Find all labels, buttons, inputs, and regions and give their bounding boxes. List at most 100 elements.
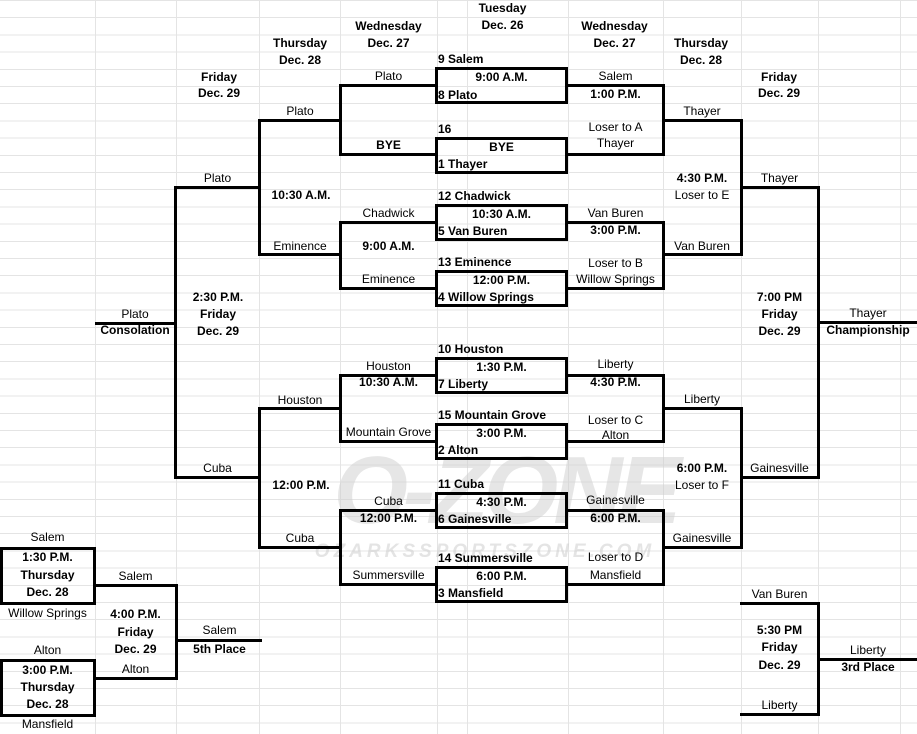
bracket-line (817, 321, 917, 324)
wb-semi-2-time: 6:00 P.M. (676, 461, 728, 475)
header-right-wednesday-day: Wednesday (581, 19, 648, 33)
fr-game-7-time: 4:30 P.M. (476, 495, 527, 509)
bracket-line (174, 186, 177, 479)
cons-r1-time-2: 10:30 A.M. (359, 375, 418, 389)
fifth-game-2-box (0, 659, 96, 717)
grid-line (340, 0, 341, 734)
bracket-line (566, 221, 664, 224)
championship-date: Dec. 29 (758, 324, 801, 338)
fifth-game-1-day: Thursday (20, 568, 75, 582)
fifth-final-time: 4:00 P.M. (110, 607, 161, 621)
bracket-line (662, 546, 743, 549)
bracket-line (258, 253, 342, 256)
bracket-line (258, 119, 342, 122)
wb-r2-1-top: Salem (598, 69, 633, 83)
fifth-final-date: Dec. 29 (114, 642, 157, 656)
fr-game-7-top-team: 11 Cuba (438, 477, 485, 491)
wb-r2-2-loser-note: Loser to B (588, 256, 643, 270)
wb-semi-2-winner: Gainesville (750, 461, 809, 475)
bracket-line (740, 186, 820, 189)
wb-r2-3-loser-note: Loser to C (587, 413, 644, 427)
cons-champion-title: Consolation (100, 323, 170, 337)
cons-feed-6-label: Mountain Grove (345, 425, 432, 439)
fr-game-2-bottom-team: 1 Thayer (438, 157, 488, 171)
fifth-final-day: Friday (117, 625, 154, 639)
wb-r2-3-time: 4:30 P.M. (590, 375, 641, 389)
third-title: 3rd Place (841, 660, 895, 674)
header-right-wednesday-date: Dec. 27 (593, 36, 636, 50)
bracket-line (258, 546, 342, 549)
championship-title: Championship (826, 323, 910, 337)
fr-game-1-top-team: 9 Salem (438, 52, 484, 66)
wb-r2-2-time: 3:00 P.M. (590, 223, 641, 237)
cons-r1-time-1: 9:00 A.M. (362, 239, 415, 253)
bracket-line (566, 509, 664, 512)
cons-semi-winner-1: Plato (203, 171, 232, 185)
header-left-wednesday-date: Dec. 27 (367, 36, 410, 50)
fr-game-8-top-team: 14 Summersville (438, 551, 533, 565)
fr-game-8-time: 6:00 P.M. (476, 569, 527, 583)
cons-feed-2-label: BYE (376, 138, 401, 152)
wb-r2-3-winner: Liberty (683, 392, 721, 406)
bracket-line (340, 509, 437, 512)
cons-r1-winner-4: Cuba (285, 531, 315, 545)
wb-r2-2-bottom: Willow Springs (576, 272, 655, 286)
fr-game-2-top-team: 16 (438, 122, 452, 136)
championship-time: 7:00 PM (756, 290, 803, 304)
bracket-line (175, 584, 178, 680)
fr-game-1-bottom-team: 8 Plato (438, 88, 478, 102)
wb-r2-4-winner: Gainesville (672, 531, 732, 545)
fifth-game-2-bottom: Mansfield (21, 717, 74, 731)
fifth-game-2-date: Dec. 28 (26, 697, 69, 711)
cons-feed-1-label: Plato (374, 69, 403, 83)
bracket-line (93, 677, 178, 680)
wb-r2-2-top: Van Buren (587, 206, 644, 220)
bracket-line (340, 440, 437, 443)
bracket-line (740, 602, 819, 605)
fifth-game-2-time: 3:00 P.M. (22, 663, 73, 677)
fifth-game-2-day: Thursday (20, 680, 75, 694)
bracket-line (258, 407, 342, 410)
grid-line (568, 0, 569, 734)
header-right-friday-day: Friday (760, 70, 797, 84)
bracket-line (566, 374, 664, 377)
wb-r2-4-loser-note: Loser to D (587, 550, 644, 564)
cons-semi-winner-2: Cuba (203, 461, 232, 475)
fr-game-5-bottom-team: 7 Liberty (438, 377, 489, 391)
fifth-game-1-box (0, 547, 96, 605)
fifth-game-1-date: Dec. 28 (26, 585, 69, 599)
bracket-line (566, 583, 664, 586)
fr-game-4-bottom-team: 4 Willow Springs (438, 290, 534, 304)
fifth-game-2-winner: Alton (121, 662, 150, 676)
fr-game-8-bottom-team: 3 Mansfield (438, 586, 504, 600)
fr-game-3-top-team: 12 Chadwick (438, 189, 511, 203)
fifth-game-1-bottom: Willow Springs (8, 606, 87, 620)
watermark-subtext: OZARKSSPORTSZONE.COM (314, 541, 656, 562)
grid-line (900, 0, 901, 734)
header-right-friday-date: Dec. 29 (757, 86, 801, 100)
wb-r2-1-time: 1:00 P.M. (590, 87, 641, 101)
header-tuesday-date: Dec. 26 (481, 18, 524, 32)
bracket-line (566, 84, 664, 87)
fr-game-3-time: 10:30 A.M. (472, 207, 531, 221)
cons-feed-5-label: Houston (366, 359, 411, 373)
cons-final-day: Friday (199, 307, 236, 321)
header-left-thursday-date: Dec. 28 (278, 53, 322, 67)
grid-line (467, 0, 468, 734)
fr-game-1-time: 9:00 A.M. (475, 70, 528, 84)
cons-feed-8-label: Summersville (352, 568, 425, 582)
bracket-line (662, 407, 743, 410)
wb-r2-4-top: Gainesville (586, 493, 645, 507)
bracket-line (93, 584, 178, 587)
bracket-line (176, 639, 262, 642)
fifth-game-1-time: 1:30 P.M. (22, 550, 73, 564)
bracket-line (566, 153, 664, 156)
bracket-line (175, 476, 261, 479)
bracket-line (566, 440, 664, 443)
third-bottom-team: Liberty (761, 698, 798, 712)
third-final-time: 5:30 PM (756, 623, 803, 637)
bracket-line (817, 658, 917, 661)
wb-semi-2-loser-note: Loser to F (674, 478, 730, 492)
fifth-title: 5th Place (193, 642, 246, 656)
